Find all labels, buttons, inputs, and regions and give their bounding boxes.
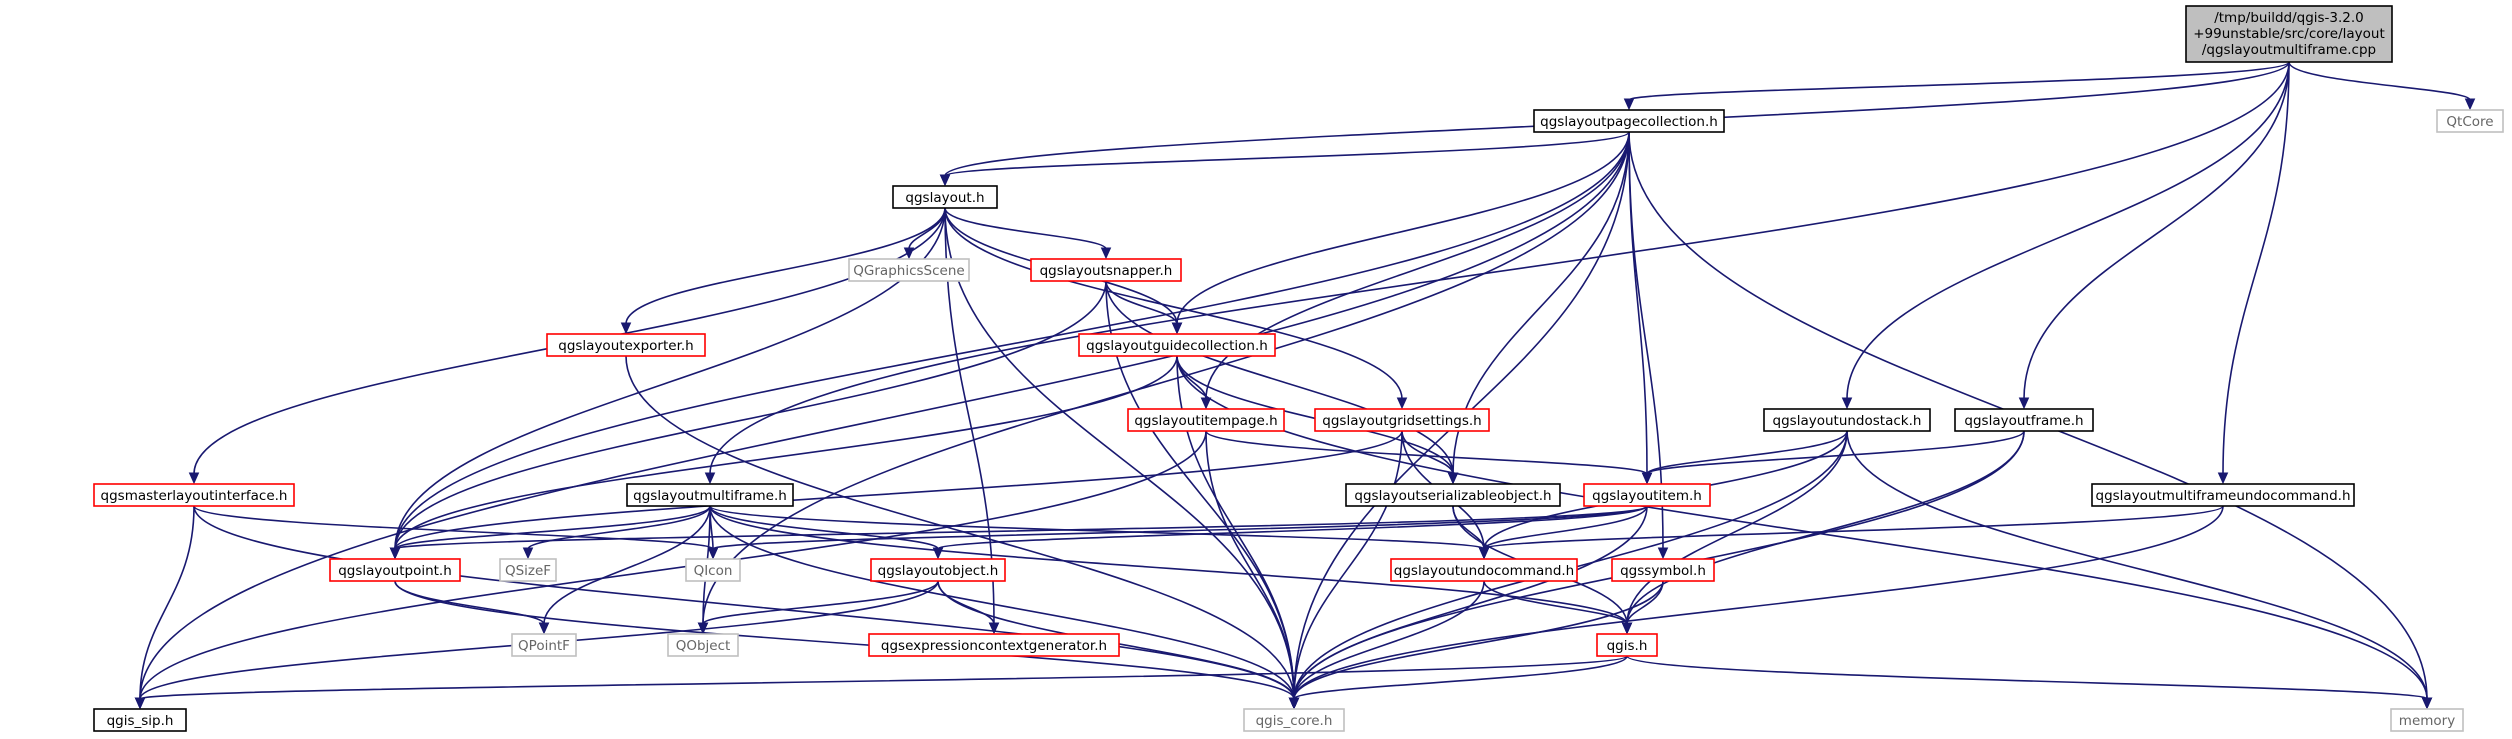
node-qobject[interactable]: QObject [667,633,739,657]
edge-multiframeundo-to-undocommand [1478,505,2224,560]
node-qgslayoutsnapper[interactable]: qgslayoutsnapper.h [1030,258,1182,282]
node-qtcore-label: QtCore [2446,114,2493,130]
node-qgslayoutitempage[interactable]: qgslayoutitempage.h [1127,408,1285,432]
node-qgslayoutserializableobject[interactable]: qgslayoutserializableobject.h [1345,483,1561,507]
node-qgslayoutguidecollection-label: qgslayoutguidecollection.h [1086,338,1268,354]
node-qsizef[interactable]: QSizeF [499,558,557,582]
node-qicon[interactable]: QIcon [685,558,741,582]
node-qgslayoutexporter-label: qgslayoutexporter.h [558,338,694,354]
edge-root-to-pagecollection [1623,61,2290,111]
node-memory[interactable]: memory [2390,708,2464,732]
edge-pagecollection-to-symbol [1628,131,1669,560]
node-qgslayoutsnapper-label: qgslayoutsnapper.h [1040,263,1173,279]
edge-root-to-multiframe [704,61,2290,485]
node-qgis-core-label: qgis_core.h [1256,713,1333,729]
node-qgslayout[interactable]: qgslayout.h [892,185,998,209]
node-qgsmasterlayoutinterface-label: qgsmasterlayoutinterface.h [101,488,288,504]
edge-item-to-qicon [707,505,1648,560]
edge-qgis-to-sip [134,655,1628,710]
edge-qgis-to-core [1288,655,1628,710]
node-qgslayoutserializableobject-label: qgslayoutserializableobject.h [1354,488,1551,504]
node-qgslayoutitem[interactable]: qgslayoutitem.h [1583,483,1711,507]
root-label-line-1: /tmp/buildd/qgis-3.2.0 [2214,10,2364,26]
node-qgslayoutobject[interactable]: qgslayoutobject.h [870,558,1006,582]
edge-gridsettings-to-serializable [1401,430,1459,485]
node-qgssymbol[interactable]: qgssymbol.h [1611,558,1715,582]
node-qgslayoutobject-label: qgslayoutobject.h [878,563,999,579]
edge-snapper-to-guidecollection [1105,280,1183,335]
node-qgslayoutundocommand[interactable]: qgslayoutundocommand.h [1390,558,1578,582]
node-qgslayoutframe-label: qgslayoutframe.h [1964,413,2083,429]
edge-item-to-point [389,505,1648,560]
edge-pagecollection-to-layout [939,131,1630,187]
edge-root-to-qtcore [2288,61,2476,111]
node-qgslayoutundocommand-label: qgslayoutundocommand.h [1394,563,1574,579]
node-qgslayoutitempage-label: qgslayoutitempage.h [1134,413,1277,429]
node-qicon-label: QIcon [694,563,733,579]
edge-multiframe-to-undocommand [709,505,1490,560]
node-qgsexpressioncontextgenerator-label: qgsexpressioncontextgenerator.h [881,638,1107,654]
node-qgslayoutgridsettings-label: qgslayoutgridsettings.h [1322,413,1481,429]
node-qgis-sip[interactable]: qgis_sip.h [93,708,187,732]
node-memory-label: memory [2399,713,2455,729]
node-qgis-core[interactable]: qgis_core.h [1243,708,1345,732]
edge-guidecollection-to-point [389,355,1178,560]
node-qgslayoutpagecollection[interactable]: qgslayoutpagecollection.h [1533,109,1725,133]
root-label-line-2: +99unstable/src/core/layout [2193,26,2385,42]
node-qgslayoutmultiframeundocommand[interactable]: qgslayoutmultiframeundocommand.h [2091,483,2355,507]
edge-itempage-to-core [1205,430,1300,710]
edge-root-to-frame [2018,61,2290,410]
node-qgslayoutitem-label: qgslayoutitem.h [1592,488,1702,504]
node-qgslayoutpoint-label: qgslayoutpoint.h [338,563,452,579]
node-qgslayoutframe[interactable]: qgslayoutframe.h [1954,408,2094,432]
edge-masterinterface-to-qicon [193,505,719,560]
node-qgslayoutundostack[interactable]: qgslayoutundostack.h [1763,408,1931,432]
node-qgslayoutexporter[interactable]: qgslayoutexporter.h [546,333,706,357]
edge-root-to-multiframeundo [2217,61,2290,485]
node-qgraphicsscene[interactable]: QGraphicsScene [848,258,970,282]
edge-guidecollection-to-itempage [1176,355,1212,410]
edge-pagecollection-to-qobject [697,131,1630,635]
edge-multiframe-to-qsizef [522,505,711,560]
node-qgsmasterlayoutinterface[interactable]: qgsmasterlayoutinterface.h [93,483,295,507]
node-qgslayoutundostack-label: qgslayoutundostack.h [1773,413,1922,429]
node-qobject-label: QObject [676,638,731,654]
node-qgslayoutpagecollection-label: qgslayoutpagecollection.h [1540,114,1718,130]
dependency-edges [134,61,2476,710]
root-label-line-3: /qgslayoutmultiframe.cpp [2202,42,2376,58]
node-qgis-sip-label: qgis_sip.h [107,713,174,729]
edge-multiframe-to-core [709,505,1300,710]
node-qgslayoutpoint[interactable]: qgslayoutpoint.h [329,558,461,582]
node-qgslayoutmultiframe-label: qgslayoutmultiframe.h [633,488,787,504]
edge-layout-to-gridsettings [944,207,1408,410]
edge-pagecollection-to-itempage [1200,131,1630,410]
node-qgslayout-label: qgslayout.h [905,190,984,206]
node-qgslayoutmultiframe[interactable]: qgslayoutmultiframe.h [626,483,794,507]
edge-snapper-to-point [389,280,1107,560]
edge-object-to-exprgen [937,580,1000,635]
file-nodes: /tmp/buildd/qgis-3.2.0 +99unstable/src/c… [93,5,2504,732]
edge-item-to-object [932,505,1648,560]
node-qsizef-label: QSizeF [505,563,551,579]
node-qgis-label: qgis.h [1607,638,1648,654]
edge-frame-to-item [1641,430,2025,485]
node-qgslayoutguidecollection[interactable]: qgslayoutguidecollection.h [1078,333,1276,357]
edge-layout-to-exporter [620,207,946,335]
node-qgraphicsscene-label: QGraphicsScene [853,263,964,279]
node-qgssymbol-label: qgssymbol.h [1620,563,1706,579]
node-qgslayoutgridsettings[interactable]: qgslayoutgridsettings.h [1314,408,1490,432]
node-qgslayoutmultiframeundocommand-label: qgslayoutmultiframeundocommand.h [2096,488,2351,504]
edge-layout-to-snapper [944,207,1112,260]
edge-qgis-to-memory [1626,655,2433,710]
edge-root-to-undostack [1841,61,2290,410]
node-qpointf-label: QPointF [518,638,570,654]
node-root-source-file[interactable]: /tmp/buildd/qgis-3.2.0 +99unstable/src/c… [2185,5,2393,63]
node-qgis[interactable]: qgis.h [1596,633,1658,657]
node-qgsexpressioncontextgenerator[interactable]: qgsexpressioncontextgenerator.h [868,633,1120,657]
node-qpointf[interactable]: QPointF [511,633,577,657]
node-qtcore[interactable]: QtCore [2436,109,2504,133]
edge-multiframeundo-to-core [1288,505,2224,710]
